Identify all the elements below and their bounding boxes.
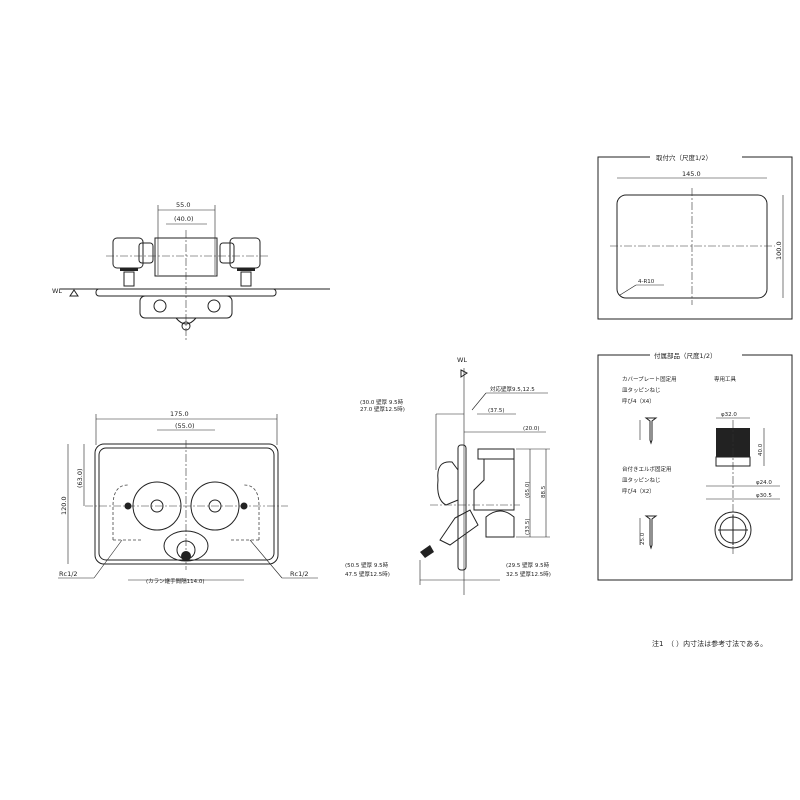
screw1-purpose: カバープレート固定用 [622,375,677,383]
tool-dia-inner: φ24.0 [756,480,772,486]
screw2-purpose: 台付きエルボ固定用 [622,465,672,473]
dim-33: (33.5) [525,518,531,535]
side-top-left-1: (30.0 壁厚 9.5時 [360,398,404,406]
front-height: 120.0 [60,496,68,515]
top-wl-label: WL [52,287,62,295]
side-view: WL 対応壁厚9.5,12.5 (30.0 壁厚 9.5時 27.0 壁厚12.… [345,356,551,595]
dim-20: (20.0) [523,426,540,432]
screw2-type: 皿タッピンねじ [622,476,661,484]
side-wl: WL [457,356,467,364]
mounting-hole-title: 取付穴（尺度1/2） [656,153,712,162]
dim-88: 88.5 [541,485,547,498]
rc-right: Rc1/2 [290,570,309,578]
front-height-upper: (63.0) [76,468,84,488]
screw2-length: 25.0 [640,532,646,545]
mounting-hole-width: 145.0 [682,170,701,178]
accessories-title: 付属部品（尺度1/2） [654,351,716,360]
top-dim-outer: 55.0 [176,201,190,209]
tool-dia-top: φ32.0 [721,412,737,418]
side-bottom-left-2: 47.5 壁厚12.5時) [345,570,390,578]
dim-37: (37.5) [488,408,505,414]
tool-dia-outer: φ30.5 [756,493,772,499]
front-view: 175.0 (55.0) 120.0 (63.0) (カラン継手間隔114.0)… [58,410,318,585]
front-center-spacing: (55.0) [175,422,195,430]
side-bottom-right-2: 32.5 壁厚12.5時) [506,570,551,578]
front-width: 175.0 [170,410,189,418]
screw2-size: 呼び4（X2） [622,487,655,495]
top-view: 55.0 (40.0) WL [52,201,330,340]
mounting-hole-radius: 4-R10 [638,279,655,285]
screw1-size: 呼び4（X4） [622,397,655,405]
tool-title: 専用工具 [714,375,737,383]
mounting-hole-panel: 取付穴（尺度1/2） 145.0 100.0 4-R10 [597,152,793,320]
top-dim-inner: (40.0) [174,215,194,223]
wall-note: 対応壁厚9.5,12.5 [490,385,535,393]
side-top-left-2: 27.0 壁厚12.5時) [360,405,405,413]
side-bottom-right-1: (29.5 壁厚 9.5時 [506,561,550,569]
tool-height: 40.0 [758,443,764,456]
faucet-spacing: (カラン継手間隔114.0) [146,577,205,585]
footnote: 注1 （ ）内寸法は参考寸法である。 [652,639,767,648]
dim-65: (65.0) [525,481,531,498]
screw1-type: 皿タッピンねじ [622,386,661,394]
accessories-panel: 付属部品（尺度1/2） カバープレート固定用 皿タッピンねじ 呼び4（X4） 台… [597,350,793,581]
rc-left: Rc1/2 [59,570,78,578]
mounting-hole-height: 100.0 [775,241,783,260]
side-bottom-left-1: (50.5 壁厚 9.5時 [345,561,389,569]
